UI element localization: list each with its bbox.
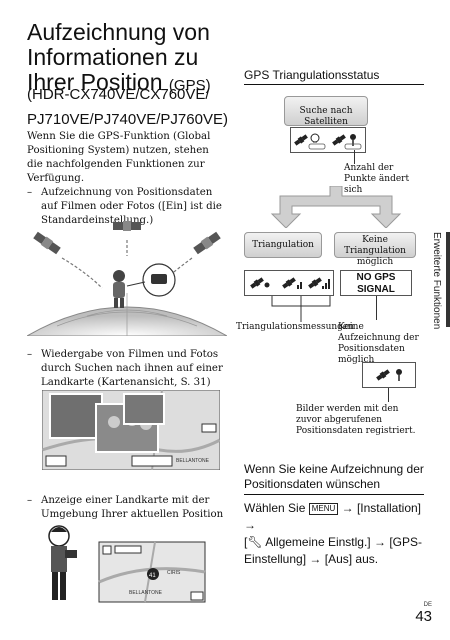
connector-line xyxy=(354,150,355,164)
svg-text:BELLANTONE: BELLANTONE xyxy=(129,590,163,596)
searching-satellites-box: Suche nach Satelliten xyxy=(284,96,368,127)
satellite-search-icon xyxy=(332,134,346,146)
photo-thumbnail xyxy=(49,393,103,439)
triangulation-box: Triangulation xyxy=(244,232,322,258)
intro-paragraph: Wenn Sie die GPS-Funktion (Global Positi… xyxy=(27,131,211,184)
no-record-heading: Wenn Sie keine Aufzeichnung der Position… xyxy=(244,462,424,491)
connector-line xyxy=(376,296,377,320)
location-marker-icon xyxy=(147,568,159,580)
bullet-map-view: – Wiedergabe von Filmen und Fotos durch … xyxy=(27,349,223,388)
bullet-current-map: – Anzeige einer Landkarte mit der Umgebu… xyxy=(27,495,224,520)
previous-position-icons xyxy=(362,362,416,388)
menu-button-icon: MENU xyxy=(308,502,339,515)
branch-arrows xyxy=(270,186,402,228)
points-change-caption: Anzahl der Punkte ändert sich xyxy=(344,163,410,195)
svg-text:41: 41 xyxy=(149,573,156,579)
page-number: DE 43 xyxy=(415,602,432,625)
satellite-icon xyxy=(193,231,221,255)
satellite-icon xyxy=(113,221,141,231)
triangulation-icons-panel xyxy=(244,270,334,296)
current-map-illustration: 41 CIRIS BELLANTONE xyxy=(48,525,206,603)
person-icon xyxy=(48,525,77,600)
no-record-instructions: Wählen Sie MENU → [Installation] → [🔧︎ A… xyxy=(244,501,422,566)
model-list: (HDR-CX740VE/CX760VE/ PJ710VE/PJ740VE/PJ… xyxy=(27,86,228,128)
svg-text:CIRIS: CIRIS xyxy=(167,570,181,576)
map-view-illustration: BELLANTONE xyxy=(42,390,220,470)
camera-icon xyxy=(65,550,77,558)
no-record-caption: Keine Aufzeichnung der Positionsdaten mö… xyxy=(338,322,419,365)
gps-satellites-illustration xyxy=(27,221,227,336)
photo-thumbnail xyxy=(123,393,165,425)
wrench-icon: 🔧︎ xyxy=(247,535,263,549)
measurements-caption: Triangulationsmessungen xyxy=(236,322,355,332)
title-suffix: (GPS) xyxy=(168,77,211,94)
gps-status-heading: GPS Triangulationsstatus xyxy=(244,68,380,82)
previous-data-caption: Bilder werden mit den zuvor abgerufenen … xyxy=(296,404,416,436)
measure-pointer-lines xyxy=(271,296,331,322)
page-title: Aufzeichnung von Informationen zu Ihrer … xyxy=(27,19,211,95)
divider xyxy=(244,84,424,85)
connector-line xyxy=(388,388,389,402)
satellite-icon xyxy=(33,231,61,255)
bullet-record-position: – Aufzeichnung von Positionsdaten auf Fi… xyxy=(27,187,222,226)
side-tab-bar xyxy=(446,232,450,327)
intro-block: Wenn Sie die GPS-Funktion (Global Positi… xyxy=(27,130,225,228)
side-tab-label: Erweiterte Funktionen xyxy=(431,232,442,330)
searching-icons-panel xyxy=(290,127,366,153)
no-gps-signal-indicator: NO GPS SIGNAL xyxy=(340,270,412,296)
divider xyxy=(244,494,424,495)
no-triangulation-box: Keine Triangulation möglich xyxy=(334,232,416,267)
person-icon xyxy=(113,270,125,308)
map-road-label: BELLANTONE xyxy=(176,458,210,464)
satellite-search-icon xyxy=(294,134,308,146)
